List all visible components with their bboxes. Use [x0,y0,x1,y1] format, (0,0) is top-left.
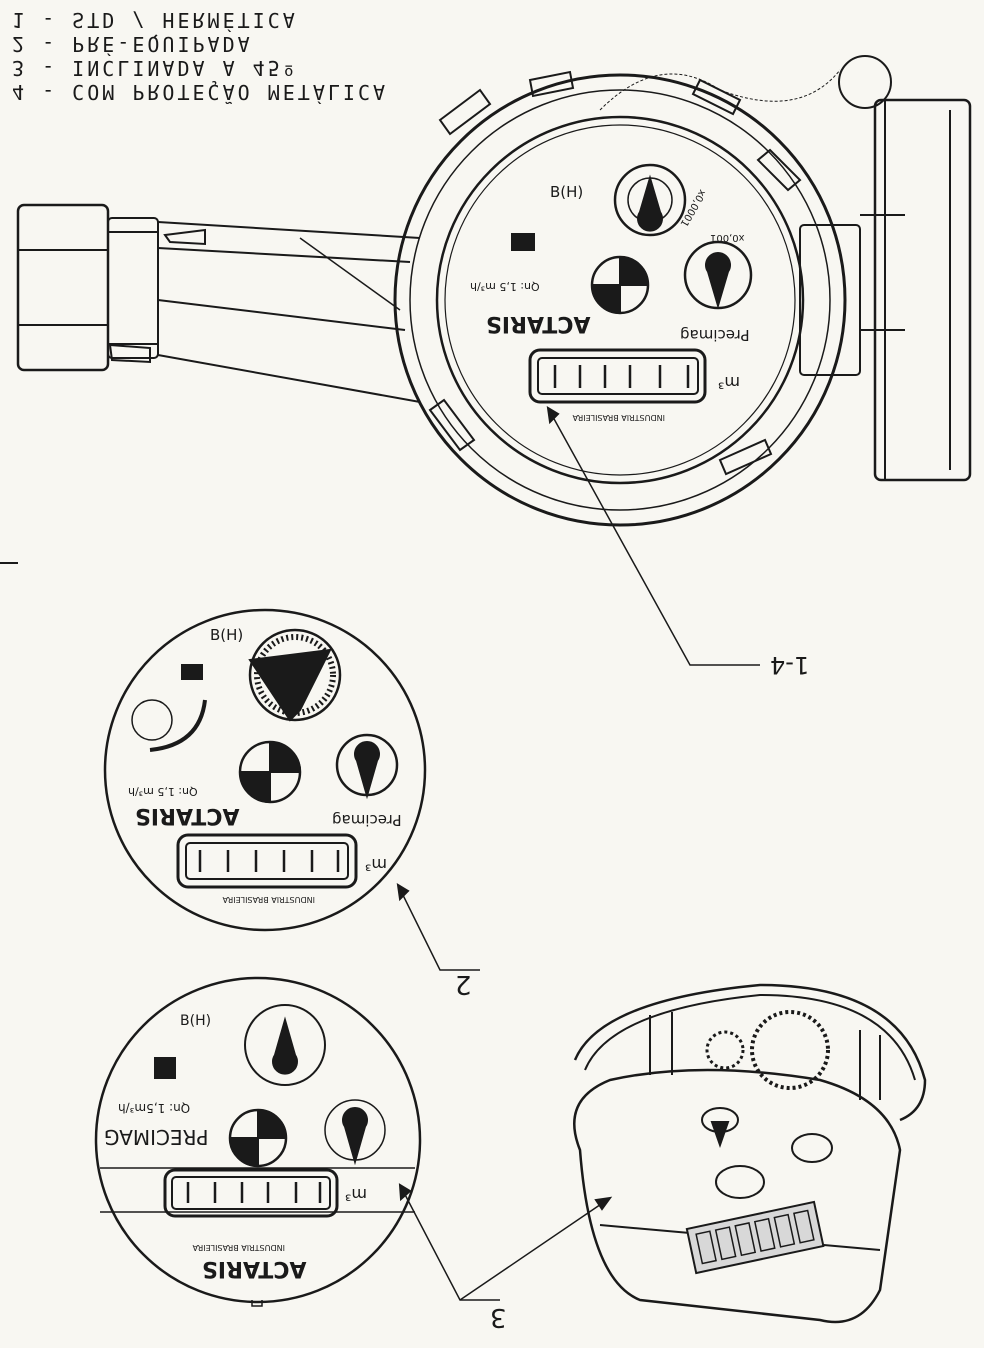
dial-2-bh-label: B(H) [210,626,243,644]
dial-3-brand: ACTARIS [202,1256,306,1281]
callout-1-4: 1-4 [770,651,809,679]
dial-3-origin: INDUSTRIA BRASILEIRA [192,1243,285,1252]
leader-1-4 [547,407,760,666]
pulse-port [131,699,173,741]
x001-label: x0,001 [710,232,745,243]
unit-label: m³ [718,373,740,392]
dial-3-unit: m³ [345,1185,367,1204]
meter-outer-ring [393,73,847,527]
dial-3-qn: Qn: 1,5m³/h [118,1101,190,1115]
totalizer-window [528,348,707,404]
top-dial-content: B(H) x0,0001 x0,001 Qn: 1,5 m³/h ACTARIS… [470,163,753,422]
x0001-label: x0,0001 [678,187,708,228]
dial-2-brand: ACTARIS [135,803,239,828]
dial-2-model: Precimag [332,811,402,829]
dial-x0001 [613,163,687,237]
leader-2 [397,884,480,971]
meter-1-4-assembly: B(H) x0,0001 x0,001 Qn: 1,5 m³/h ACTARIS… [16,55,972,679]
dial-2-origin: INDUSTRIA BRASILEIRA [222,895,315,904]
callout-3: 3 [490,1302,507,1332]
dial-3-bh-label: B(H) [180,1013,211,1029]
dial-2-unit: m³ [365,855,387,874]
dial-3-inclined: B(H) Qn: 1,5m³/h PRECIMAG m³ INDUSTRIA B… [94,976,422,1307]
dial-2-pre-equipped: B(H) Qn: 1,5 m³/h ACTARIS Precimag m³ IN… [103,608,480,999]
housing-lugs [428,70,802,476]
brand-label: ACTARIS [486,311,590,336]
qn-label: Qn: 1,5 m³/h [470,280,540,293]
register-mechanism [573,983,927,1324]
dial-2-qn: Qn: 1,5 m³/h [128,785,198,798]
inmetro-logo [511,233,535,251]
callout-2: 2 [455,969,472,999]
meter-dial-face [435,115,805,485]
bh-label: B(H) [550,183,583,201]
model-label: Precimag [680,326,750,344]
inlet-nut [16,203,159,372]
side-flange [599,55,972,482]
pipe-body [108,221,421,403]
dial-3-face [94,976,422,1304]
origin-label: INDUSTRIA BRASILEIRA [572,413,665,422]
dial-2-face [103,608,427,932]
dial-3-model: PRECIMAG [104,1125,209,1149]
leader-3b [459,1197,611,1301]
